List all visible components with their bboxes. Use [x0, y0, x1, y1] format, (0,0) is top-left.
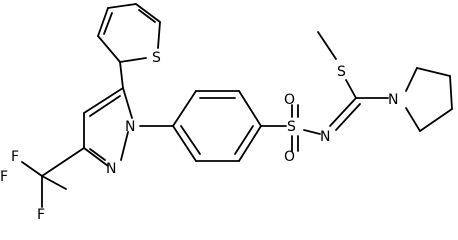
atom-sulfonyl-o-bottom: O — [284, 149, 295, 165]
benzene-ring — [172, 90, 262, 162]
atom-pyrazole-n1: N — [125, 119, 135, 135]
atom-pyrazole-n2: N — [106, 161, 116, 177]
pyrrolidine-ring — [405, 67, 453, 132]
atom-fluorine-bottom: F — [37, 207, 45, 223]
atom-fluorine-top: F — [11, 149, 19, 165]
atom-thioether-s: S — [337, 64, 346, 80]
bond-thiophene-pyrazole — [119, 61, 124, 89]
amidine-core — [317, 31, 389, 131]
atom-sulfonyl-o-top: O — [284, 92, 295, 108]
thiophene-ring — [97, 3, 161, 63]
sulfonyl-group — [260, 104, 321, 152]
atom-thiophene-s: S — [152, 50, 161, 66]
molecule-diagram: S N N F F F S O O N S N — [0, 3, 453, 223]
atom-pyrrolidine-n: N — [388, 92, 398, 108]
structure-canvas: S N N F F F S O O N S N — [0, 3, 453, 223]
pyrazole-ring — [83, 87, 133, 167]
atom-imine-n: N — [320, 129, 330, 145]
atom-sulfonyl-s: S — [287, 119, 296, 135]
atom-fluorine-left: F — [0, 169, 8, 185]
trifluoromethyl-group — [21, 147, 85, 208]
